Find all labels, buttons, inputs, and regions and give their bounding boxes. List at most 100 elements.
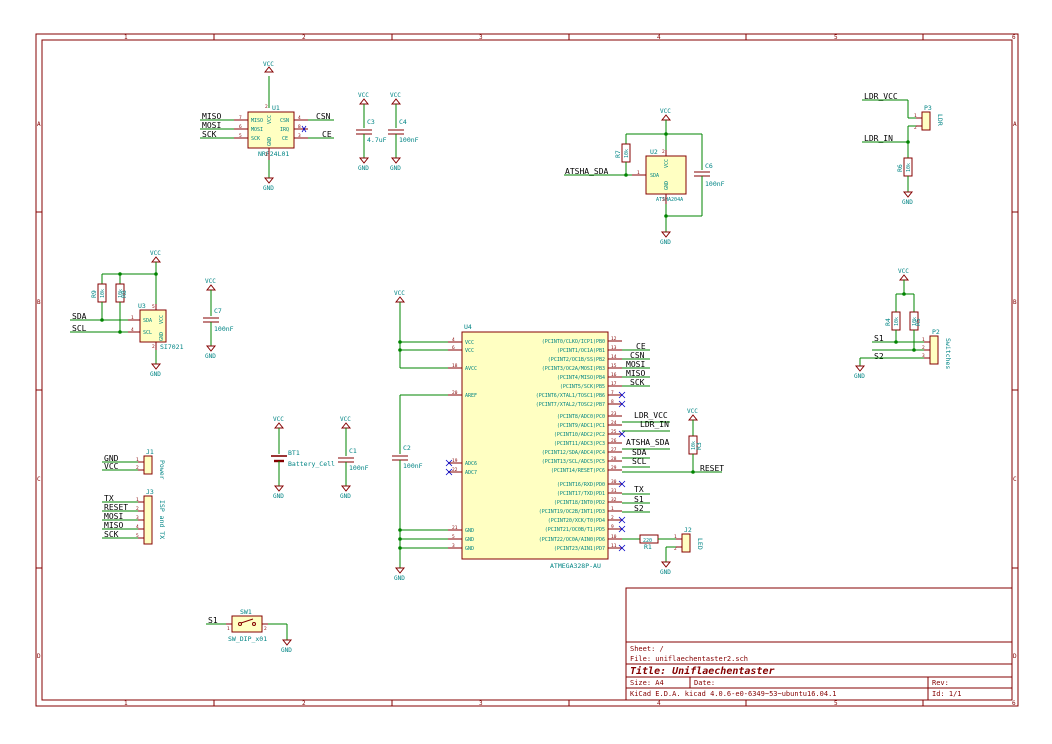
u1-num-4: 4 xyxy=(298,115,301,121)
p2-value: Switches xyxy=(944,338,952,369)
vcc-label-bt1: VCC xyxy=(273,416,284,423)
u1-num-5: 5 xyxy=(239,133,242,139)
u1-pin-miso: MISO xyxy=(251,118,263,124)
u1-num-8: 8 xyxy=(298,124,301,130)
u4-left-pin-num: 18 xyxy=(452,363,458,369)
u4-right-pin-name: (PCINT12/SDA/ADC4)PC4 xyxy=(542,450,605,456)
title-block-title: Title: Uniflaechentaster xyxy=(630,665,775,677)
r4-ref: R4 xyxy=(884,318,892,326)
net-label-sda-u3: SDA xyxy=(72,312,87,321)
u3-num-4: 4 xyxy=(131,327,134,333)
u4-left-pin-name: ADC7 xyxy=(465,470,477,476)
grid-row-b-right: B xyxy=(1013,299,1017,306)
u4-right-pin-name: (PCINT14/RESET)PC6 xyxy=(551,468,605,474)
r6-resistor: R6 10k GND xyxy=(896,142,913,206)
u4-left-pin-num: 20 xyxy=(452,390,458,396)
j2-num-2: 2 xyxy=(674,546,677,552)
u4-left-pin-num: 5 xyxy=(452,534,455,540)
c1-value: 100nF xyxy=(349,464,369,472)
net-label-tx-u4: TX xyxy=(634,485,644,494)
u4-left-pin-num: 6 xyxy=(452,345,455,351)
grid-col-2-bottom: 2 xyxy=(302,700,306,707)
ldr-connector: LDR_VCC P3 LDR 1 2 LDR_IN xyxy=(862,92,944,144)
u4-right-pin-num: 11 xyxy=(611,543,617,549)
u4-right-pin-num: 30 xyxy=(611,479,617,485)
u4-left-pin-num: 19 xyxy=(452,458,458,464)
u2-pin-vcc: VCC xyxy=(664,159,670,168)
u4-left-pin-num: 3 xyxy=(452,543,455,549)
u4-left-pin-name: VCC xyxy=(465,348,474,354)
j1-value: Power xyxy=(158,460,166,480)
grid-row-c: C xyxy=(37,476,41,483)
u4-right-pin-name: (PCINT8/ADC0)PC0 xyxy=(557,414,605,420)
u1-pin-csn: CSN xyxy=(280,118,289,124)
net-label-sda-u4: SDA xyxy=(632,448,647,457)
r7-value: 10k xyxy=(624,149,630,158)
u4-right-pin-name: (PCINT7/XTAL2/TOSC2)PB7 xyxy=(536,402,605,408)
u1-num-7: 7 xyxy=(239,115,242,121)
net-label-s2-p2: S2 xyxy=(874,352,884,361)
net-label-vcc-j1: VCC xyxy=(104,462,119,471)
grid-col-4-bottom: 4 xyxy=(657,700,661,707)
p3-num-1: 1 xyxy=(914,113,917,119)
grid-col-6: 6 xyxy=(1012,34,1016,41)
u4-left-pin-name: ADC6 xyxy=(465,461,477,467)
j3-num-4: 4 xyxy=(136,524,139,530)
vcc-label-u2: VCC xyxy=(660,108,671,115)
u1-num-2: 2 xyxy=(265,104,268,110)
net-label-sck-u4: SCK xyxy=(630,378,645,387)
no-connect-mark xyxy=(618,430,626,438)
u3-value: SI7021 xyxy=(160,343,184,351)
u3-pin-vcc: VCC xyxy=(159,315,165,324)
u3-num-2: 2 xyxy=(152,344,155,350)
u4-right-pin-name: (PCINT5/SCK)PB5 xyxy=(560,384,605,390)
grid-row-b: B xyxy=(37,299,41,306)
gnd-label-sw1: GND xyxy=(281,647,292,654)
u4-right-pin-name: (PCINT10/ADC2)PC2 xyxy=(554,432,605,438)
net-label-mosi-u1: MOSI xyxy=(202,121,221,130)
grid-row-d-right: D xyxy=(1013,653,1017,660)
u4-left-pin-name: GND xyxy=(465,528,474,534)
title-block-id: Id: 1/1 xyxy=(932,690,962,698)
net-label-ldr-in-u4: LDR_IN xyxy=(640,420,669,429)
net-label-scl-u4: SCL xyxy=(632,457,647,466)
c2-ref: C2 xyxy=(403,444,411,452)
r9-value: 10k xyxy=(100,289,106,298)
u1-pin-ce: CE xyxy=(282,136,288,142)
u3-pin-sda: SDA xyxy=(143,318,152,324)
grid-row-c-right: C xyxy=(1013,476,1017,483)
u4-right-pin-num: 2 xyxy=(611,515,614,521)
c3-capacitor: VCC C3 4.7uF GND xyxy=(356,92,387,172)
gnd-label-u4: GND xyxy=(394,575,405,582)
title-block: Sheet: / File: uniflaechentaster2.sch Ti… xyxy=(625,587,1013,701)
title-block-date: Date: xyxy=(694,679,715,687)
u4-right-pin-num: 8 xyxy=(611,399,614,405)
grid-row-a-right: A xyxy=(1013,121,1017,128)
grid-row-d: D xyxy=(37,653,41,660)
u4-right-pin-num: 16 xyxy=(611,372,617,378)
u4-right-pin-num: 27 xyxy=(611,447,617,453)
j2-num-1: 1 xyxy=(674,534,677,540)
u4-right-pin-name: (PCINT6/XTAL1/TOSC1)PB6 xyxy=(536,393,605,399)
sw1-num-2: 2 xyxy=(264,626,267,632)
u4-value: ATMEGA328P-AU xyxy=(550,562,601,570)
j3-num-3: 3 xyxy=(136,515,139,521)
vcc-label-u3: VCC xyxy=(150,250,161,257)
c7-ref: C7 xyxy=(214,307,222,315)
net-label-ce-u4: CE xyxy=(636,342,646,351)
j2-value: LED xyxy=(696,538,704,550)
u4-left-pin-num: 22 xyxy=(452,467,458,473)
net-label-reset-u4: RESET xyxy=(700,464,724,473)
bt1-ref: BT1 xyxy=(288,449,300,457)
gnd-label-u1: GND xyxy=(263,185,274,192)
u4-right-pin-num: 24 xyxy=(611,420,617,426)
j1-num-2: 2 xyxy=(136,465,139,471)
r3-ref: R3 xyxy=(695,442,703,450)
gnd-label-c1: GND xyxy=(340,493,351,500)
net-label-s1-sw1: S1 xyxy=(208,616,218,625)
u4-right-pin-num: 15 xyxy=(611,363,617,369)
u4-right-pin-name: (PCINT0/CLKO/ICP1)PB0 xyxy=(542,339,605,345)
vcc-label-c7: VCC xyxy=(205,278,216,285)
